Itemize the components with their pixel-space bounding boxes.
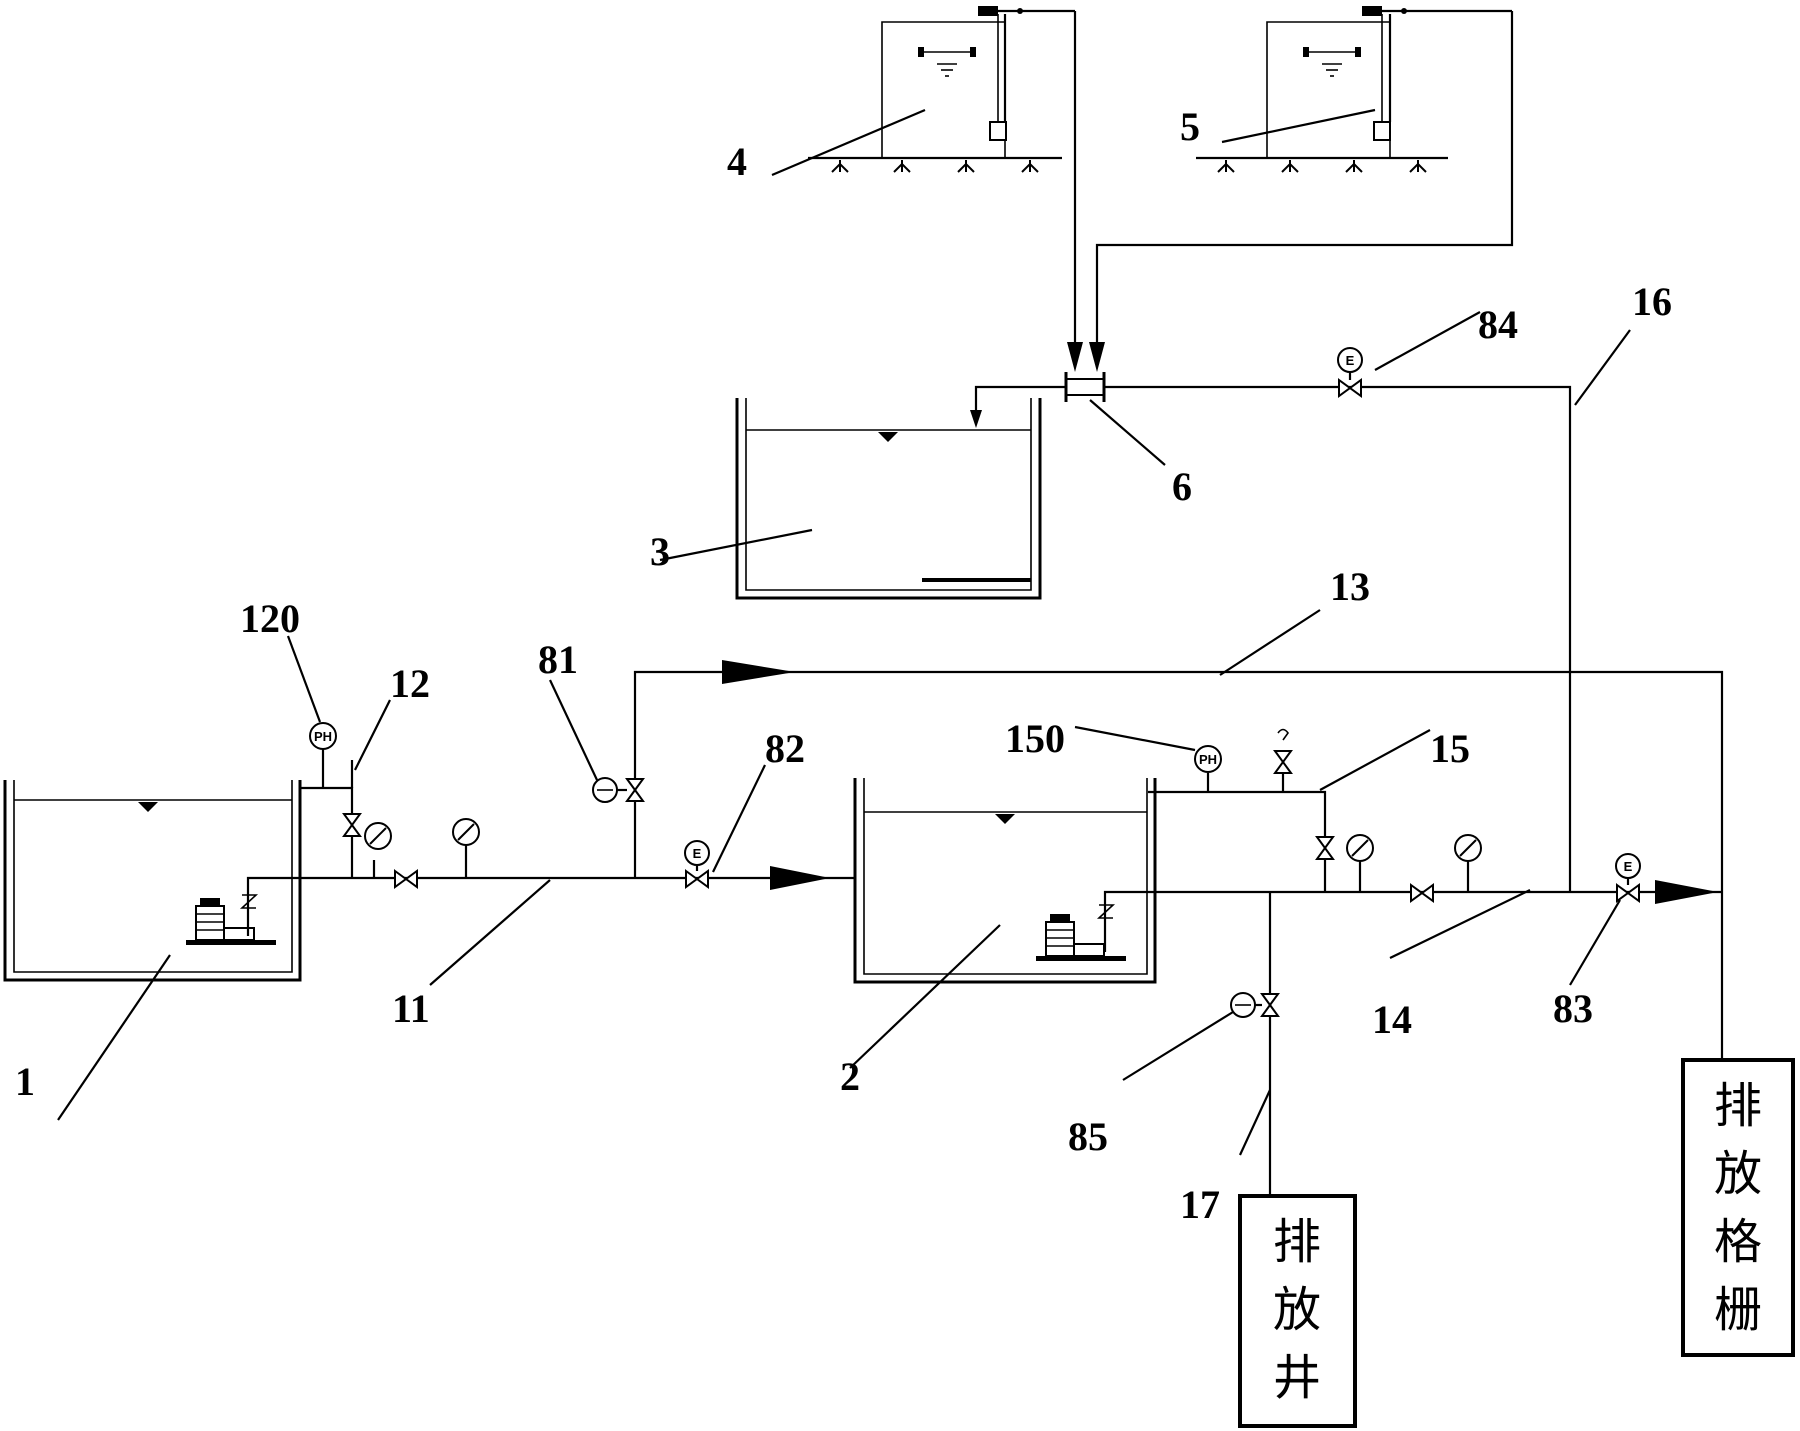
- label-pipe-16: 16: [1632, 279, 1672, 324]
- label-tank-2: 2: [840, 1054, 860, 1099]
- pipe-17: [1230, 892, 1279, 1196]
- tank-2: [853, 778, 1157, 984]
- valve-82[interactable]: [685, 870, 709, 888]
- label-pipe-17: 17: [1180, 1182, 1220, 1227]
- svg-text:放: 放: [1714, 1146, 1762, 1202]
- label-pipe-12: 12: [390, 661, 430, 706]
- label-valve-81: 81: [538, 637, 578, 682]
- sample-valve-12[interactable]: [343, 813, 361, 837]
- electric-actuator-82-icon: [684, 840, 710, 866]
- pipe-14: PH E: [1148, 728, 1722, 904]
- flow-arrow-11: [770, 866, 830, 890]
- vent-valve-15[interactable]: [1274, 750, 1292, 774]
- valve-81[interactable]: [626, 778, 644, 802]
- discharge-grille-box: 排 放 格 栅: [1681, 1058, 1795, 1357]
- labels: 1 2 3 4 5 6 11 12 13 14 15 16 17 81 82 8…: [15, 104, 1672, 1227]
- label-valve-83: 83: [1553, 986, 1593, 1031]
- pressure-gauge-1-icon: [364, 822, 392, 850]
- label-pipe-15: 15: [1430, 726, 1470, 771]
- leader-lines: [57, 108, 1631, 1156]
- pipe-13: [592, 660, 1724, 1060]
- ph-meter-150-icon: [1194, 745, 1222, 773]
- electric-actuator-83-icon: [1615, 853, 1641, 879]
- label-ph-120: 120: [240, 596, 300, 641]
- label-pipe-14: 14: [1372, 997, 1412, 1042]
- label-pipe-13: 13: [1330, 564, 1370, 609]
- return-pipes: [1067, 11, 1514, 372]
- label-tank-4: 4: [727, 139, 747, 184]
- tank-4: [808, 6, 1075, 173]
- svg-text:井: 井: [1273, 1350, 1321, 1406]
- flow-arrow-14: [1655, 880, 1718, 904]
- electric-actuator-84-icon: [1337, 347, 1363, 373]
- svg-text:排: 排: [1273, 1214, 1321, 1270]
- svg-text:E: E: [1624, 859, 1633, 874]
- label-valve-85: 85: [1068, 1114, 1108, 1159]
- label-tank-3: 3: [650, 529, 670, 574]
- mixer-6: [970, 372, 1106, 428]
- label-pipe-11: 11: [392, 986, 430, 1031]
- flow-arrow-13: [722, 660, 795, 684]
- tank-1: [3, 780, 302, 982]
- svg-text:E: E: [693, 846, 702, 861]
- valve-84[interactable]: [1338, 379, 1362, 397]
- pressure-gauge-4-icon: [1454, 834, 1482, 862]
- label-ph-150: 150: [1005, 716, 1065, 761]
- tank-5: [1196, 6, 1512, 173]
- label-valve-84: 84: [1478, 302, 1518, 347]
- sample-valve-15[interactable]: [1316, 836, 1334, 860]
- pipe-11: PH E: [300, 722, 855, 890]
- valve-85[interactable]: [1261, 993, 1279, 1017]
- svg-text:格: 格: [1714, 1214, 1762, 1270]
- tank-3: [735, 398, 1042, 600]
- svg-text:栅: 栅: [1714, 1282, 1762, 1338]
- pressure-gauge-3-icon: [1346, 834, 1374, 862]
- svg-text:放: 放: [1273, 1282, 1321, 1338]
- pressure-gauge-2-icon: [452, 818, 480, 846]
- svg-text:PH: PH: [1199, 752, 1217, 767]
- svg-text:PH: PH: [314, 729, 332, 744]
- discharge-well-box: 排 放 井: [1238, 1194, 1357, 1428]
- valve-pipe-11[interactable]: [394, 870, 418, 888]
- svg-text:排: 排: [1714, 1078, 1762, 1134]
- label-tank-1: 1: [15, 1059, 35, 1104]
- label-valve-82: 82: [765, 726, 805, 771]
- valve-pipe-14[interactable]: [1410, 884, 1434, 902]
- pipe-16: E: [1104, 347, 1572, 892]
- svg-text:E: E: [1346, 353, 1355, 368]
- label-tank-5: 5: [1180, 104, 1200, 149]
- label-mixer-6: 6: [1172, 464, 1192, 509]
- valve-83[interactable]: [1616, 884, 1640, 902]
